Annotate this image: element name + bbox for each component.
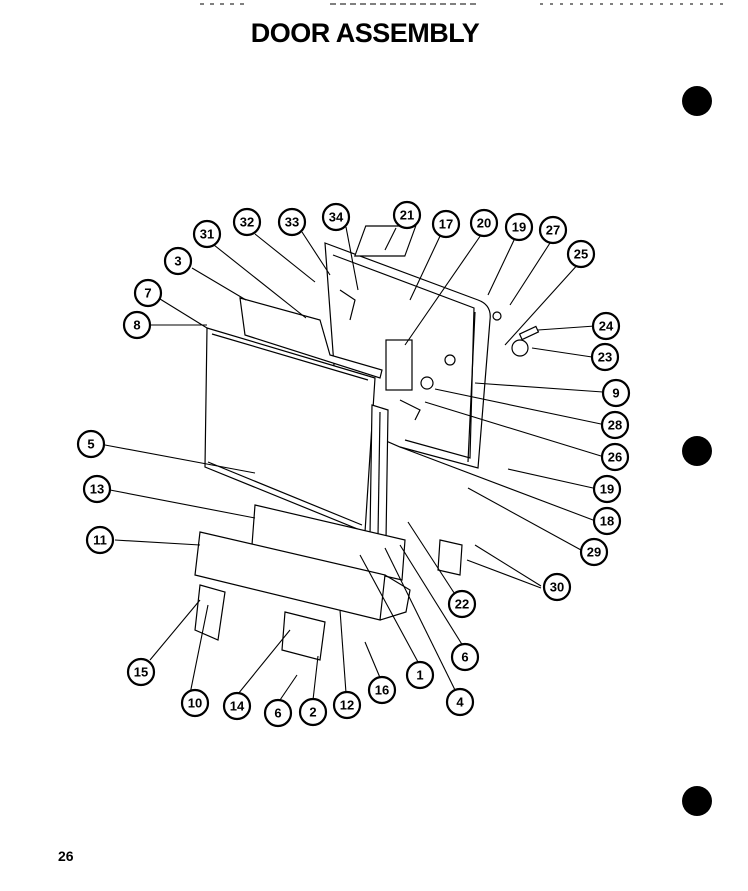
callout-6-right: 6 (450, 642, 480, 672)
svg-text:33: 33 (285, 215, 299, 230)
svg-text:16: 16 (375, 683, 389, 698)
callout-31: 31 (192, 219, 222, 249)
callout-10: 10 (180, 688, 210, 718)
callout-5: 5 (76, 429, 106, 459)
callout-11: 11 (85, 525, 115, 555)
svg-text:1: 1 (416, 668, 423, 683)
binder-hole-top (682, 86, 712, 116)
svg-text:23: 23 (598, 350, 612, 365)
callout-19-bottom: 19 (592, 474, 622, 504)
svg-text:25: 25 (574, 247, 588, 262)
page-number: 26 (58, 848, 74, 864)
callout-23: 23 (590, 342, 620, 372)
callout-16: 16 (367, 675, 397, 705)
svg-text:17: 17 (439, 217, 453, 232)
callout-22: 22 (447, 589, 477, 619)
svg-text:6: 6 (274, 706, 281, 721)
svg-text:34: 34 (329, 210, 344, 225)
callout-2: 2 (298, 697, 328, 727)
callout-24: 24 (591, 311, 621, 341)
callout-25: 25 (566, 239, 596, 269)
leader-lines (104, 226, 604, 701)
svg-text:18: 18 (600, 514, 614, 529)
binder-hole-middle (682, 436, 712, 466)
callout-14: 14 (222, 691, 252, 721)
svg-text:27: 27 (546, 223, 560, 238)
svg-text:26: 26 (608, 450, 622, 465)
svg-text:14: 14 (230, 699, 245, 714)
svg-text:8: 8 (133, 318, 140, 333)
svg-text:12: 12 (340, 698, 354, 713)
svg-text:31: 31 (200, 227, 214, 242)
svg-text:10: 10 (188, 696, 202, 711)
callout-15: 15 (126, 657, 156, 687)
callout-20: 20 (469, 208, 499, 238)
side-rail (369, 404, 389, 541)
callout-32: 32 (232, 207, 262, 237)
svg-text:4: 4 (456, 695, 464, 710)
callout-8: 8 (122, 310, 152, 340)
svg-text:3: 3 (174, 254, 181, 269)
svg-text:5: 5 (87, 437, 94, 452)
svg-text:20: 20 (477, 216, 491, 231)
svg-text:11: 11 (93, 533, 107, 548)
callout-21: 21 (392, 200, 422, 230)
svg-text:28: 28 (608, 418, 622, 433)
page-title: DOOR ASSEMBLY (250, 18, 480, 48)
callout-3: 3 (163, 246, 193, 276)
callout-7: 7 (133, 278, 163, 308)
callout-4: 4 (445, 687, 475, 717)
svg-text:13: 13 (90, 482, 104, 497)
svg-text:24: 24 (599, 319, 614, 334)
callout-30: 30 (542, 572, 572, 602)
svg-text:19: 19 (600, 482, 614, 497)
callout-28: 28 (600, 410, 630, 440)
svg-text:22: 22 (455, 597, 469, 612)
svg-text:30: 30 (550, 580, 564, 595)
binder-hole-bottom (682, 786, 712, 816)
callout-17: 17 (431, 209, 461, 239)
svg-text:19: 19 (512, 220, 526, 235)
svg-text:9: 9 (612, 386, 619, 401)
callout-27: 27 (538, 215, 568, 245)
svg-text:7: 7 (144, 286, 151, 301)
lower-panels (194, 311, 540, 661)
callout-33: 33 (277, 207, 307, 237)
svg-text:2: 2 (309, 705, 316, 720)
svg-text:29: 29 (587, 545, 601, 560)
svg-text:21: 21 (400, 208, 414, 223)
svg-text:6: 6 (461, 650, 468, 665)
callout-34: 34 (321, 202, 351, 232)
callout-12: 12 (332, 690, 362, 720)
callout-6-bottom: 6 (263, 698, 293, 728)
callout-26: 26 (600, 442, 630, 472)
callout-list: 34 21 17 20 33 32 31 19 27 25 3 7 8 24 2… (76, 200, 631, 728)
callout-29: 29 (579, 537, 609, 567)
callout-18: 18 (592, 506, 622, 536)
callout-13: 13 (82, 474, 112, 504)
svg-text:32: 32 (240, 215, 254, 230)
callout-19-top: 19 (504, 212, 534, 242)
svg-text:15: 15 (134, 665, 148, 680)
callout-9: 9 (601, 378, 631, 408)
callout-1: 1 (405, 660, 435, 690)
